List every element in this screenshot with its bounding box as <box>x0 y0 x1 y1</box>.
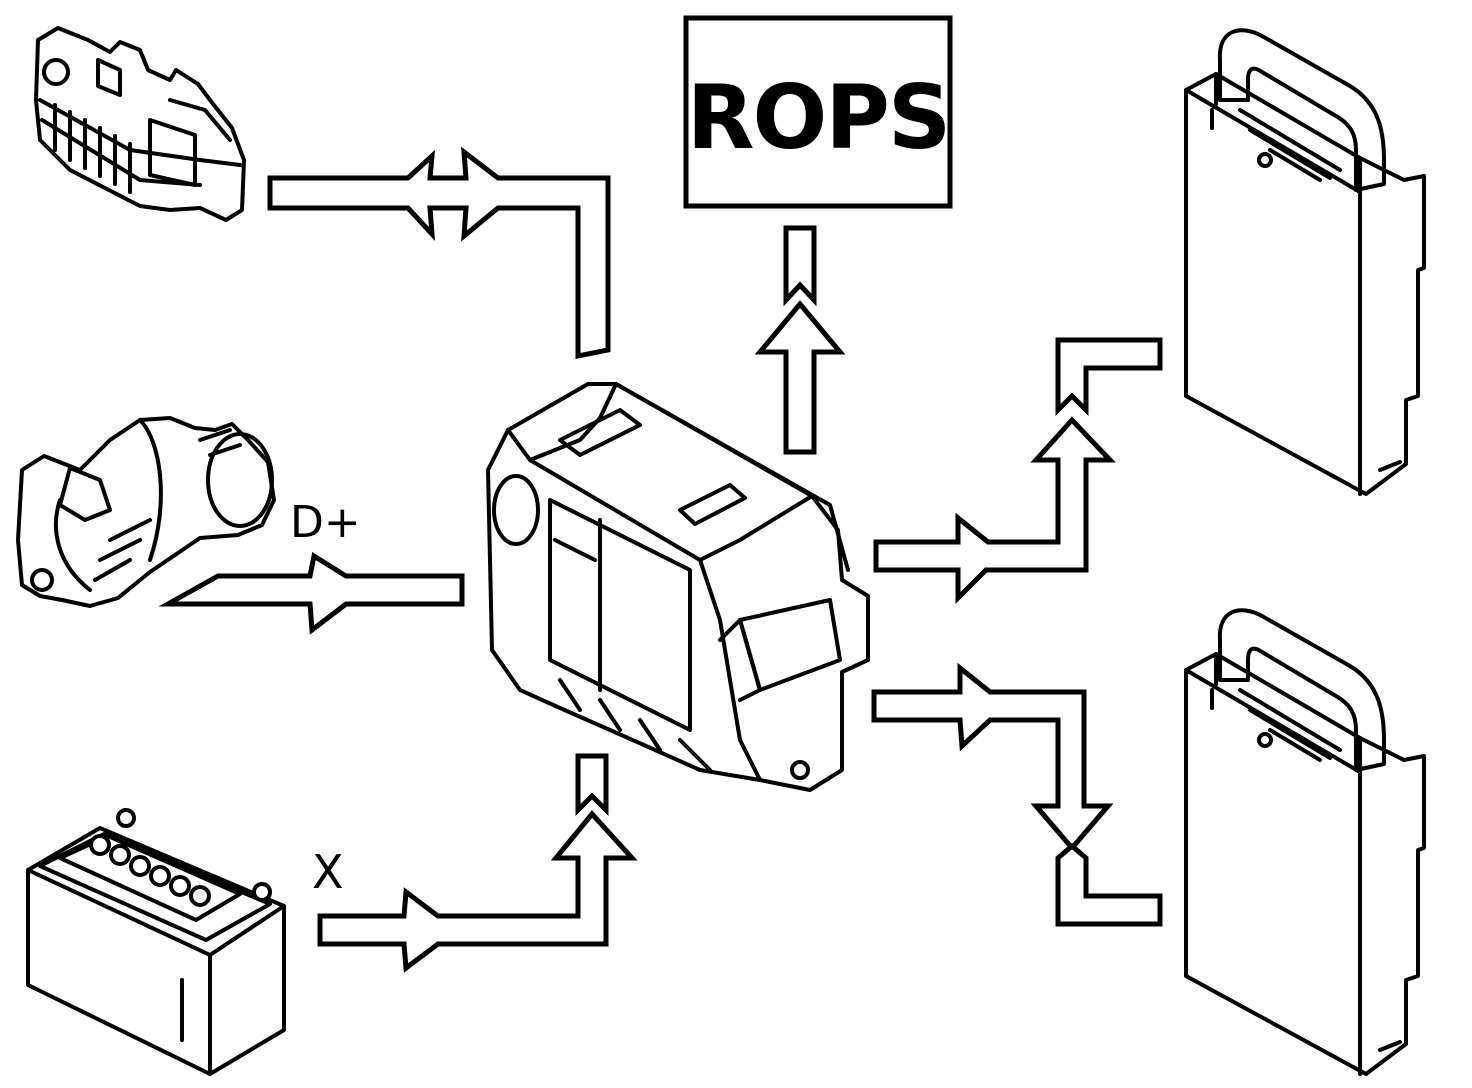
arrow-module-lower-unit <box>871 662 1163 927</box>
central-control-module <box>486 382 870 792</box>
arrow-connector-module <box>267 146 611 360</box>
battery <box>26 808 286 1076</box>
x-label: X <box>312 845 344 899</box>
diagnostic-connector <box>34 26 246 222</box>
control-unit-upper <box>1184 28 1426 496</box>
rops-box: ROPS <box>683 15 953 209</box>
d-plus-label: D+ <box>290 497 361 548</box>
arrow-battery-module <box>317 753 638 973</box>
arrow-module-rops <box>754 225 846 455</box>
rops-label: ROPS <box>687 66 949 169</box>
arrow-alternator-module <box>158 551 465 635</box>
alternator <box>16 416 276 608</box>
arrow-module-upper-unit <box>873 337 1163 605</box>
control-unit-lower <box>1184 608 1426 1076</box>
